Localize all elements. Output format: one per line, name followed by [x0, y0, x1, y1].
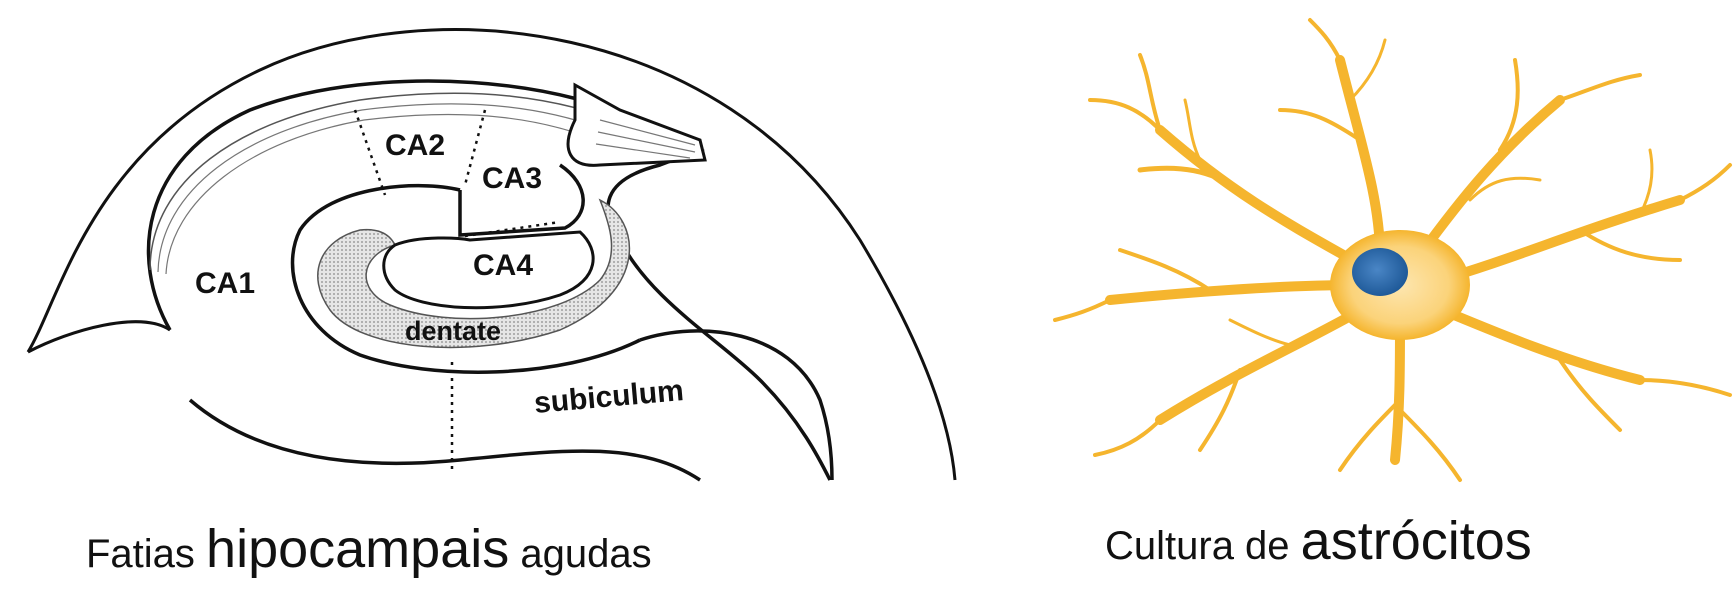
- ca3-hook: [568, 85, 705, 165]
- hippocampus-diagram: CA2 CA3 CA1 CA4 dentate subiculum: [0, 0, 980, 590]
- caption-left-part3: agudas: [509, 532, 651, 576]
- outer-lip: [28, 322, 170, 352]
- caption-right-part2: astrócitos: [1301, 511, 1532, 571]
- astrocyte-svg: [1040, 0, 1734, 500]
- ca1-ca2-boundary: [355, 110, 385, 195]
- label-ca2: CA2: [385, 129, 445, 162]
- astrocyte-nucleus: [1352, 248, 1408, 296]
- hippocampus-svg: CA2 CA3 CA1 CA4 dentate subiculum: [0, 0, 980, 500]
- caption-left-part2: hipocampais: [206, 519, 509, 579]
- caption-left-part1: Fatias: [86, 532, 206, 576]
- astrocyte-illustration: [1040, 0, 1734, 590]
- caption-right-part1: Cultura de: [1105, 524, 1301, 568]
- label-ca1: CA1: [195, 267, 255, 300]
- caption-hippocampal-slices: Fatias hipocampais agudas: [86, 518, 652, 580]
- label-ca3: CA3: [482, 162, 542, 195]
- label-dentate: dentate: [405, 316, 501, 346]
- label-ca4: CA4: [473, 249, 533, 282]
- caption-astrocyte-culture: Cultura de astrócitos: [1105, 510, 1532, 572]
- label-subiculum: subiculum: [533, 374, 685, 420]
